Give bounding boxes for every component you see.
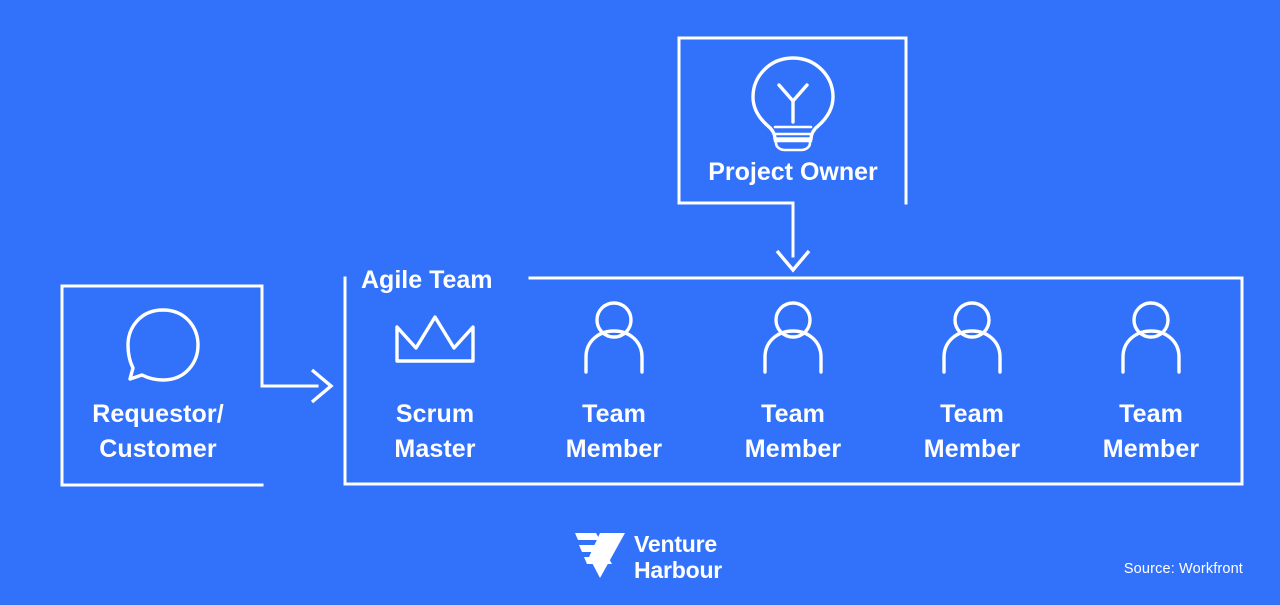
person-icon bbox=[763, 301, 823, 374]
owner-to-team-connector bbox=[775, 201, 811, 273]
team-member-4[interactable]: Team Member bbox=[924, 301, 1021, 463]
member-label-line1: Scrum bbox=[396, 400, 474, 428]
member-label-line2: Member bbox=[924, 435, 1021, 463]
member-label-line1: Team bbox=[940, 400, 1004, 428]
requestor-label-line2: Customer bbox=[99, 435, 217, 463]
brand-name-line2: Harbour bbox=[634, 557, 722, 583]
member-label-line2: Member bbox=[1103, 435, 1200, 463]
agile-team-box-outline bbox=[343, 276, 1244, 486]
team-member-5[interactable]: Team Member bbox=[1103, 301, 1200, 463]
agile-team-group-label: Agile Team bbox=[361, 266, 493, 294]
crown-icon bbox=[395, 315, 475, 363]
member-label-line1: Team bbox=[761, 400, 825, 428]
requestor-to-team-connector bbox=[260, 368, 334, 404]
agile-team-group[interactable]: Agile Team Scrum Master Team Member bbox=[343, 266, 1244, 486]
requestor-box-outline bbox=[60, 284, 264, 487]
requestor-label-line1: Requestor/ bbox=[92, 400, 224, 428]
brand-name-line1: Venture bbox=[634, 531, 717, 557]
project-owner-label: Project Owner bbox=[708, 158, 878, 186]
requestor-customer-node[interactable]: Requestor/ Customer bbox=[60, 284, 264, 487]
member-label-line1: Team bbox=[1119, 400, 1183, 428]
source-attribution: Source: Workfront bbox=[1124, 561, 1243, 577]
member-label-line2: Master bbox=[394, 435, 475, 463]
person-icon bbox=[584, 301, 644, 374]
project-owner-box-outline bbox=[677, 36, 908, 205]
member-label-line2: Member bbox=[566, 435, 663, 463]
venture-harbour-logo-icon bbox=[575, 533, 625, 578]
team-member-2[interactable]: Team Member bbox=[566, 301, 663, 463]
project-owner-node[interactable]: Project Owner bbox=[677, 36, 908, 205]
person-icon bbox=[1121, 301, 1181, 374]
lightbulb-icon bbox=[751, 56, 835, 152]
venture-harbour-logo[interactable]: Venture Harbour bbox=[575, 531, 723, 583]
person-icon bbox=[942, 301, 1002, 374]
team-member-3[interactable]: Team Member bbox=[745, 301, 842, 463]
member-label-line2: Member bbox=[745, 435, 842, 463]
speech-bubble-icon bbox=[126, 308, 200, 382]
member-label-line1: Team bbox=[582, 400, 646, 428]
team-member-scrum-master[interactable]: Scrum Master bbox=[394, 315, 476, 463]
